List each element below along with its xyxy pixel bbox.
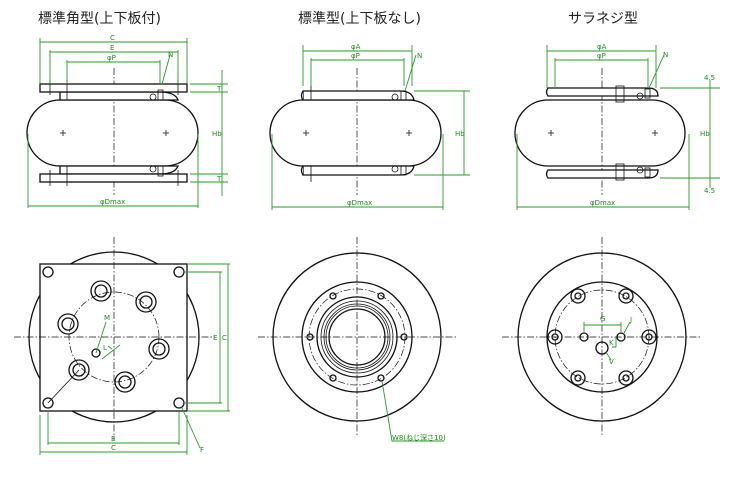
dim-label-hb: Hb [212,130,222,138]
dim-label-e-plan: E [213,334,217,342]
dim-label-a: φA [351,43,361,51]
plan-view-flange: G J K V [502,237,702,437]
dim-label-dmax-std: φDmax [347,199,372,207]
dim-label-t-top: T [216,85,222,93]
dim-label-e-bottom: E [111,435,115,443]
side-view-standard: φA φP N Hb φDmax [269,43,470,210]
dim-label-k: K [609,339,614,347]
dim-label-e: E [110,44,114,52]
dim-label-m: M [104,314,110,322]
plan-view-square: M L E C E C F [14,237,230,455]
dim-label-45-top: 4.5 [704,74,715,82]
dim-label-hb-fl: Hb [700,130,710,138]
dim-label-p-fl: φP [597,52,606,60]
side-view-flange: φA φP N 4.5 Hb 4.5 φDmax [514,43,720,210]
dim-label-n-fl: N [663,51,668,59]
plan-view-standard: W8(ねじ深さ10) [258,237,458,442]
dim-label-dmax-fl: φDmax [590,199,615,207]
dim-label-n: N [168,51,173,59]
dim-label-t-bottom: T [216,175,222,183]
dim-label-hb-std: Hb [455,130,465,138]
dim-label-c-bottom: C [111,444,116,452]
dim-label-l: L [103,344,107,352]
title-square-type: 標準角型(上下板付) [38,11,161,27]
dim-label-f: F [200,446,204,454]
dim-label-g: G [600,315,605,323]
dim-label-a-fl: φA [597,43,607,51]
dim-label-n-std: N [417,52,422,60]
dim-label-c: C [110,34,115,42]
side-view-square: C E φP N T Hb T φDmax [26,34,228,208]
dim-label-p: φP [107,54,116,62]
dim-label-w8: W8(ねじ深さ10) [392,433,446,442]
dim-label-dmax: φDmax [100,198,125,206]
dim-label-45-bottom: 4.5 [704,187,715,195]
dim-label-p-std: φP [351,52,360,60]
title-flange-screw-type: サラネジ型 [568,11,638,27]
dim-label-v: V [609,358,614,366]
dim-label-j: J [629,316,632,324]
dim-label-c-plan: C [222,334,227,342]
title-standard-type: 標準型(上下板なし) [298,11,421,27]
